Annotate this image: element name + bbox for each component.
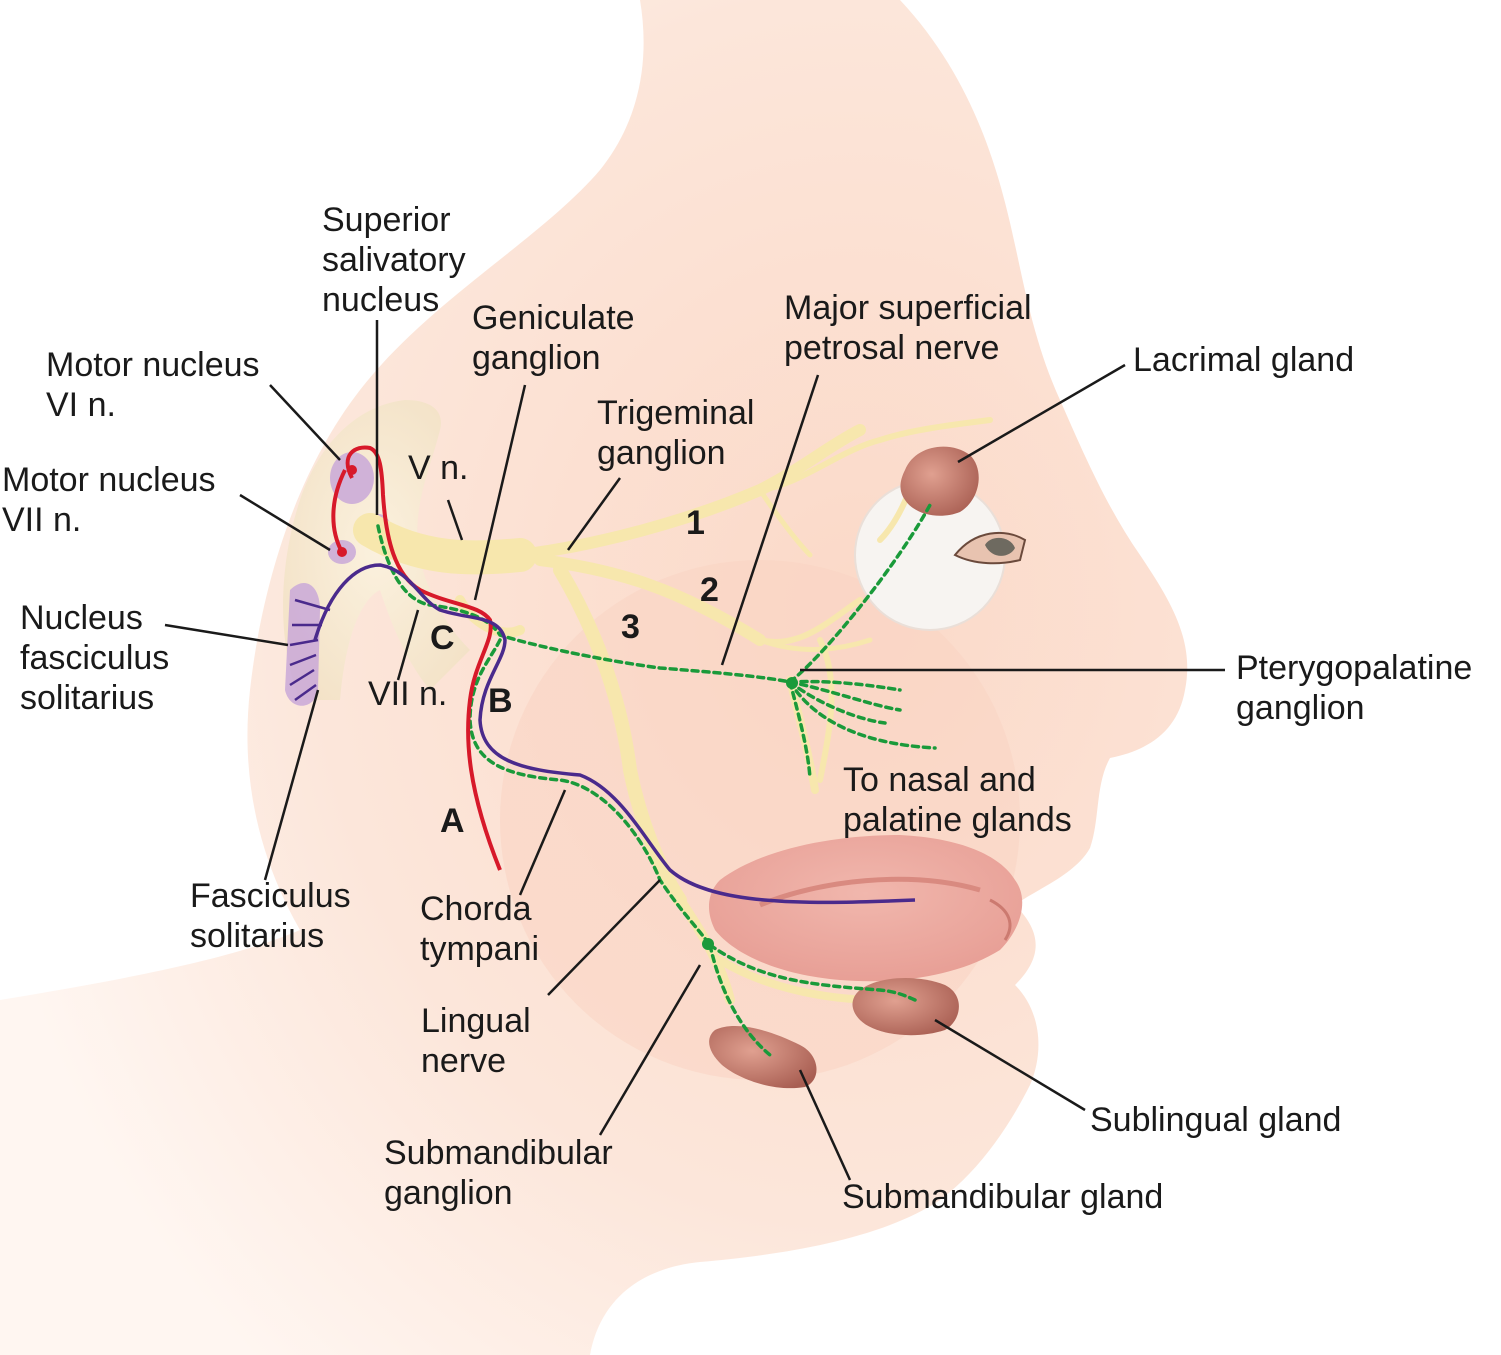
marker-b: B [488,682,513,720]
lip-line [989,898,1012,941]
label-trigeminal-ganglion: Trigeminal ganglion [597,394,755,472]
submandibular-gland-shape [709,1025,817,1089]
sensory-branches [289,598,331,702]
marker-a: A [440,802,465,840]
pterygopalatine-dot [786,677,798,689]
label-submandibular-ganglion: Submandibular ganglion [384,1134,613,1212]
label-submandibular-gland: Submandibular gland [842,1178,1164,1216]
label-motor-nucleus-vi: Motor nucleus VI n. [46,346,260,424]
leader-lines [164,320,1225,1181]
parasympathetic-fibers [376,503,937,1057]
label-vii-nerve: VII n. [368,675,448,713]
label-lacrimal-gland: Lacrimal gland [1133,341,1355,379]
motor-fiber-vii [331,469,347,553]
sensory-fiber [313,563,916,905]
marker-c: C [430,619,455,657]
tongue-fold [759,876,981,908]
marker-three: 3 [621,608,640,646]
label-fasciculus-solitarius: Fasciculus solitarius [190,877,351,955]
submandibular-dot [702,938,714,950]
label-motor-nucleus-vii: Motor nucleus VII n. [2,461,216,539]
label-lingual-nerve: Lingual nerve [421,1002,531,1080]
label-v-nerve: V n. [408,449,469,487]
motor-vii-dot [337,547,347,557]
label-nasal-palatine-glands: To nasal and palatine glands [843,761,1072,839]
motor-fiber [345,445,502,871]
iris [985,537,1015,556]
label-geniculate-ganglion: Geniculate ganglion [472,299,635,377]
label-pterygopalatine-ganglion: Pterygopalatine ganglion [1236,649,1473,727]
label-nucleus-fasciculus-solitarius: Nucleus fasciculus solitarius [20,599,170,717]
sublingual-gland-shape [852,978,959,1036]
label-sublingual-gland: Sublingual gland [1090,1101,1342,1139]
label-major-petrosal: Major superficial petrosal nerve [784,289,1032,367]
label-chorda-tympani: Chorda tympani [420,890,540,968]
label-superior-salivatory: Superior salivatory nucleus [322,201,466,319]
nucleus-fasciculus-shape [285,582,320,706]
marker-two: 2 [700,571,719,609]
lacrimal-gland-shape [900,446,979,516]
oral-cavity [708,835,1023,982]
motor-vi-dot [347,465,357,475]
marker-one: 1 [686,504,705,542]
